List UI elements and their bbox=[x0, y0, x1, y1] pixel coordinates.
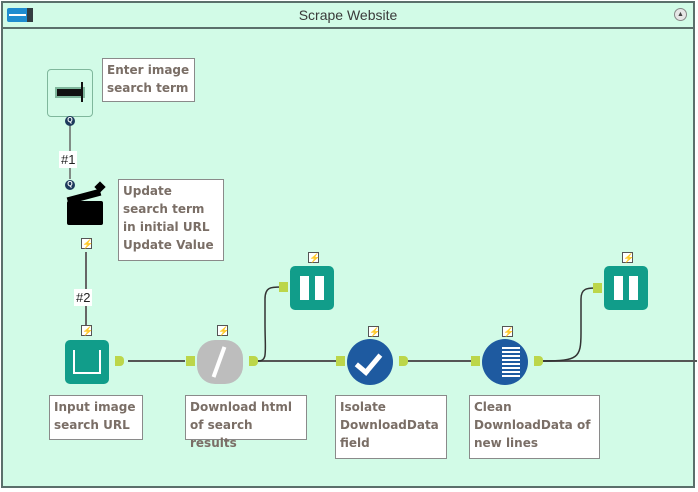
bolt-icon: ⚡ bbox=[81, 238, 94, 249]
note-cleanse: Clean DownloadData of new lines bbox=[469, 395, 600, 459]
input-anchor[interactable] bbox=[471, 356, 480, 366]
bolt-icon: ⚡ bbox=[81, 325, 94, 336]
bolt-icon: ⚡ bbox=[308, 252, 321, 263]
bolt-icon: ⚡ bbox=[502, 326, 515, 337]
input-tool[interactable] bbox=[65, 340, 109, 384]
output-anchor[interactable] bbox=[399, 356, 408, 366]
input-anchor[interactable] bbox=[186, 356, 195, 366]
text-input-icon bbox=[55, 87, 85, 98]
browse-tool-2[interactable] bbox=[604, 266, 648, 310]
connection-label-2: #2 bbox=[74, 289, 93, 306]
browse-tool-1[interactable] bbox=[290, 266, 334, 310]
download-cloud-icon bbox=[211, 346, 227, 378]
question-anchor[interactable]: Q bbox=[65, 116, 75, 126]
container-toggle-icon[interactable] bbox=[7, 8, 33, 22]
cleanse-tool[interactable] bbox=[482, 339, 528, 385]
clapperboard-icon bbox=[67, 201, 103, 225]
input-anchor[interactable] bbox=[279, 282, 288, 292]
output-anchor[interactable] bbox=[249, 356, 258, 366]
note-download: Download html of search results bbox=[185, 395, 307, 450]
connection-wires bbox=[69, 121, 697, 362]
connection-label-1: #1 bbox=[59, 151, 78, 168]
wire-cleanse-browse2 bbox=[542, 287, 596, 362]
wire-download-browse1 bbox=[257, 286, 282, 362]
text-box-tool[interactable] bbox=[47, 69, 93, 117]
question-anchor[interactable]: Q bbox=[65, 180, 75, 190]
note-action: Update search term in initial URL Update… bbox=[118, 179, 224, 261]
bolt-icon: ⚡ bbox=[368, 326, 381, 337]
note-select: Isolate DownloadData field bbox=[335, 395, 447, 459]
download-tool[interactable] bbox=[197, 340, 243, 384]
binoculars-icon bbox=[614, 276, 638, 300]
select-tool[interactable] bbox=[347, 339, 393, 385]
cursor-icon bbox=[81, 82, 83, 102]
bolt-icon: ⚡ bbox=[622, 252, 635, 263]
note-text-box: Enter image search term bbox=[102, 58, 195, 102]
binoculars-icon bbox=[300, 276, 324, 300]
input-anchor[interactable] bbox=[336, 356, 345, 366]
container-title: Scrape Website bbox=[298, 7, 398, 23]
bolt-icon: ⚡ bbox=[217, 325, 230, 336]
select-check-icon bbox=[354, 347, 383, 376]
note-input: Input image search URL bbox=[49, 395, 143, 440]
input-anchor[interactable] bbox=[593, 283, 602, 293]
cleanse-icon bbox=[502, 347, 520, 377]
collapse-up-icon[interactable]: ▲ bbox=[674, 8, 687, 21]
container-titlebar[interactable]: Scrape Website ▲ bbox=[3, 3, 693, 29]
action-tool[interactable] bbox=[65, 181, 106, 229]
output-anchor[interactable] bbox=[115, 356, 124, 366]
output-anchor[interactable] bbox=[534, 356, 543, 366]
book-icon bbox=[73, 350, 101, 374]
